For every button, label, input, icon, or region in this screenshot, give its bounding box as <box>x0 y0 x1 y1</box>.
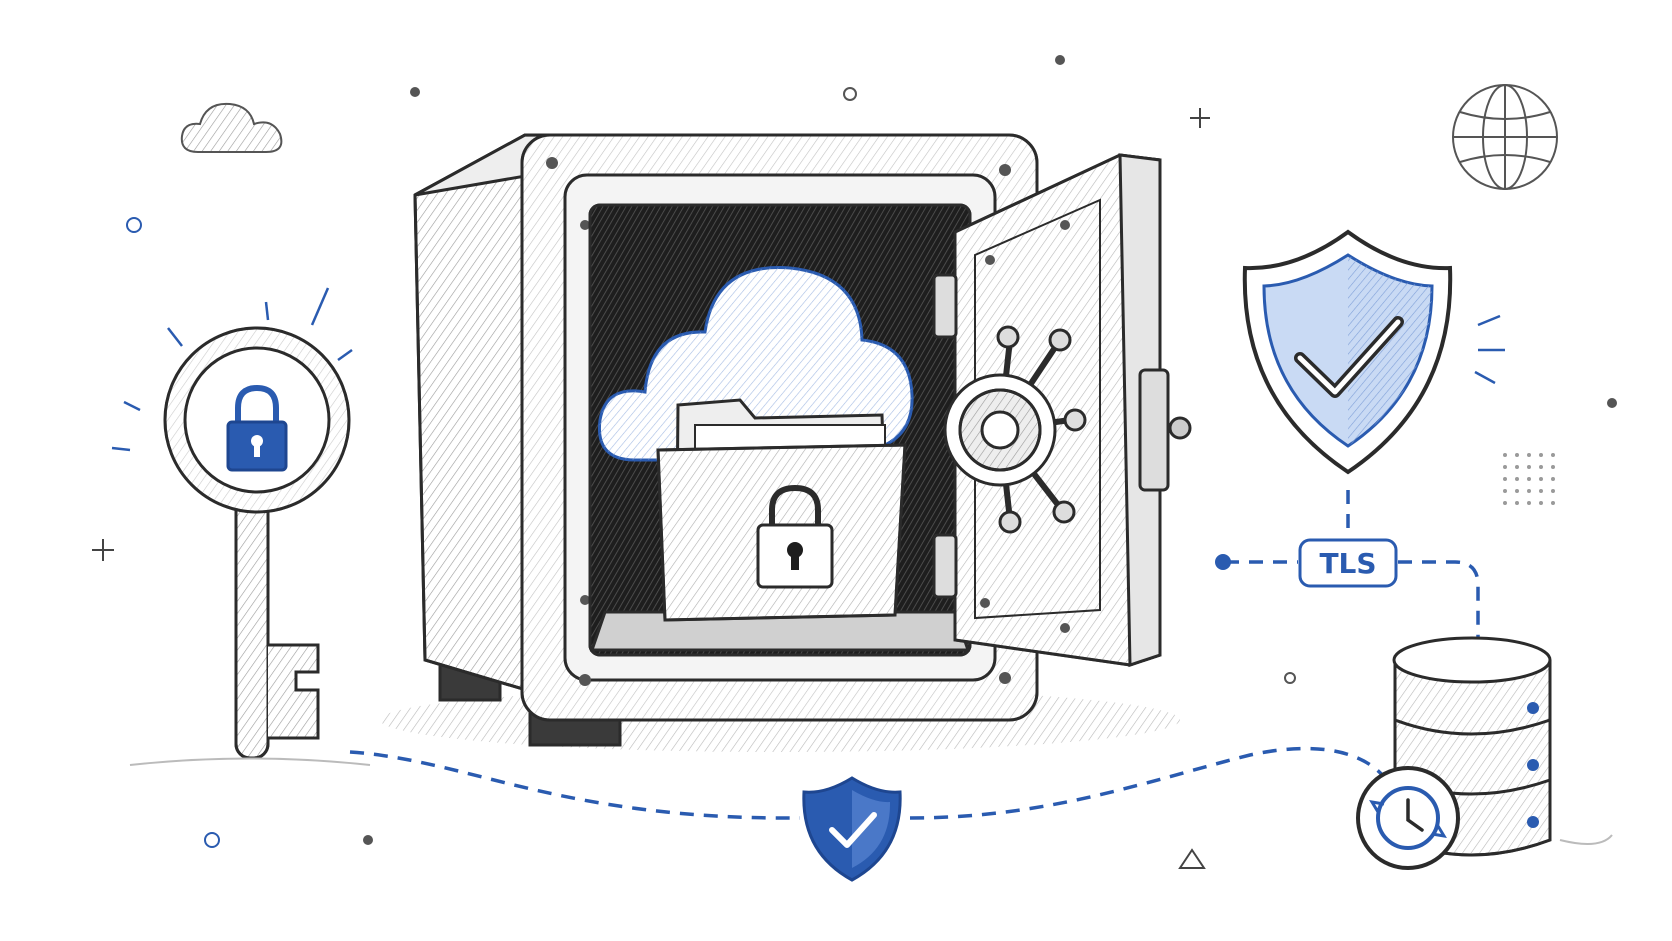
dot <box>410 87 420 97</box>
dot-grid <box>1503 453 1555 505</box>
safe-door <box>932 153 1192 668</box>
padlock-icon <box>226 384 288 472</box>
plus-icon <box>92 539 114 561</box>
shield-check-icon <box>1242 229 1505 475</box>
secure-connection-path <box>349 490 1480 820</box>
circle-dot <box>126 217 142 233</box>
connection-node <box>1215 554 1231 570</box>
shield-check-icon <box>802 776 902 882</box>
clock-backup-icon <box>1356 766 1460 870</box>
padlock-icon <box>756 484 834 589</box>
cloud-icon <box>180 102 283 153</box>
tls-label: TLS <box>1319 547 1376 580</box>
safe-icon <box>380 133 1192 752</box>
circle-dot <box>843 87 857 101</box>
key-icon <box>111 287 371 766</box>
tls-badge: TLS <box>1298 538 1398 588</box>
background-decorations <box>92 55 1617 869</box>
globe-icon <box>1452 84 1558 190</box>
folder-icon <box>656 398 907 622</box>
circle-dot <box>1284 672 1296 684</box>
dot <box>1607 398 1617 408</box>
dot <box>1055 55 1065 65</box>
combination-dial <box>943 325 1087 534</box>
plus-icon <box>1190 108 1210 128</box>
triangle-icon <box>1178 848 1206 869</box>
dot <box>363 835 373 845</box>
circle-dot <box>204 832 220 848</box>
